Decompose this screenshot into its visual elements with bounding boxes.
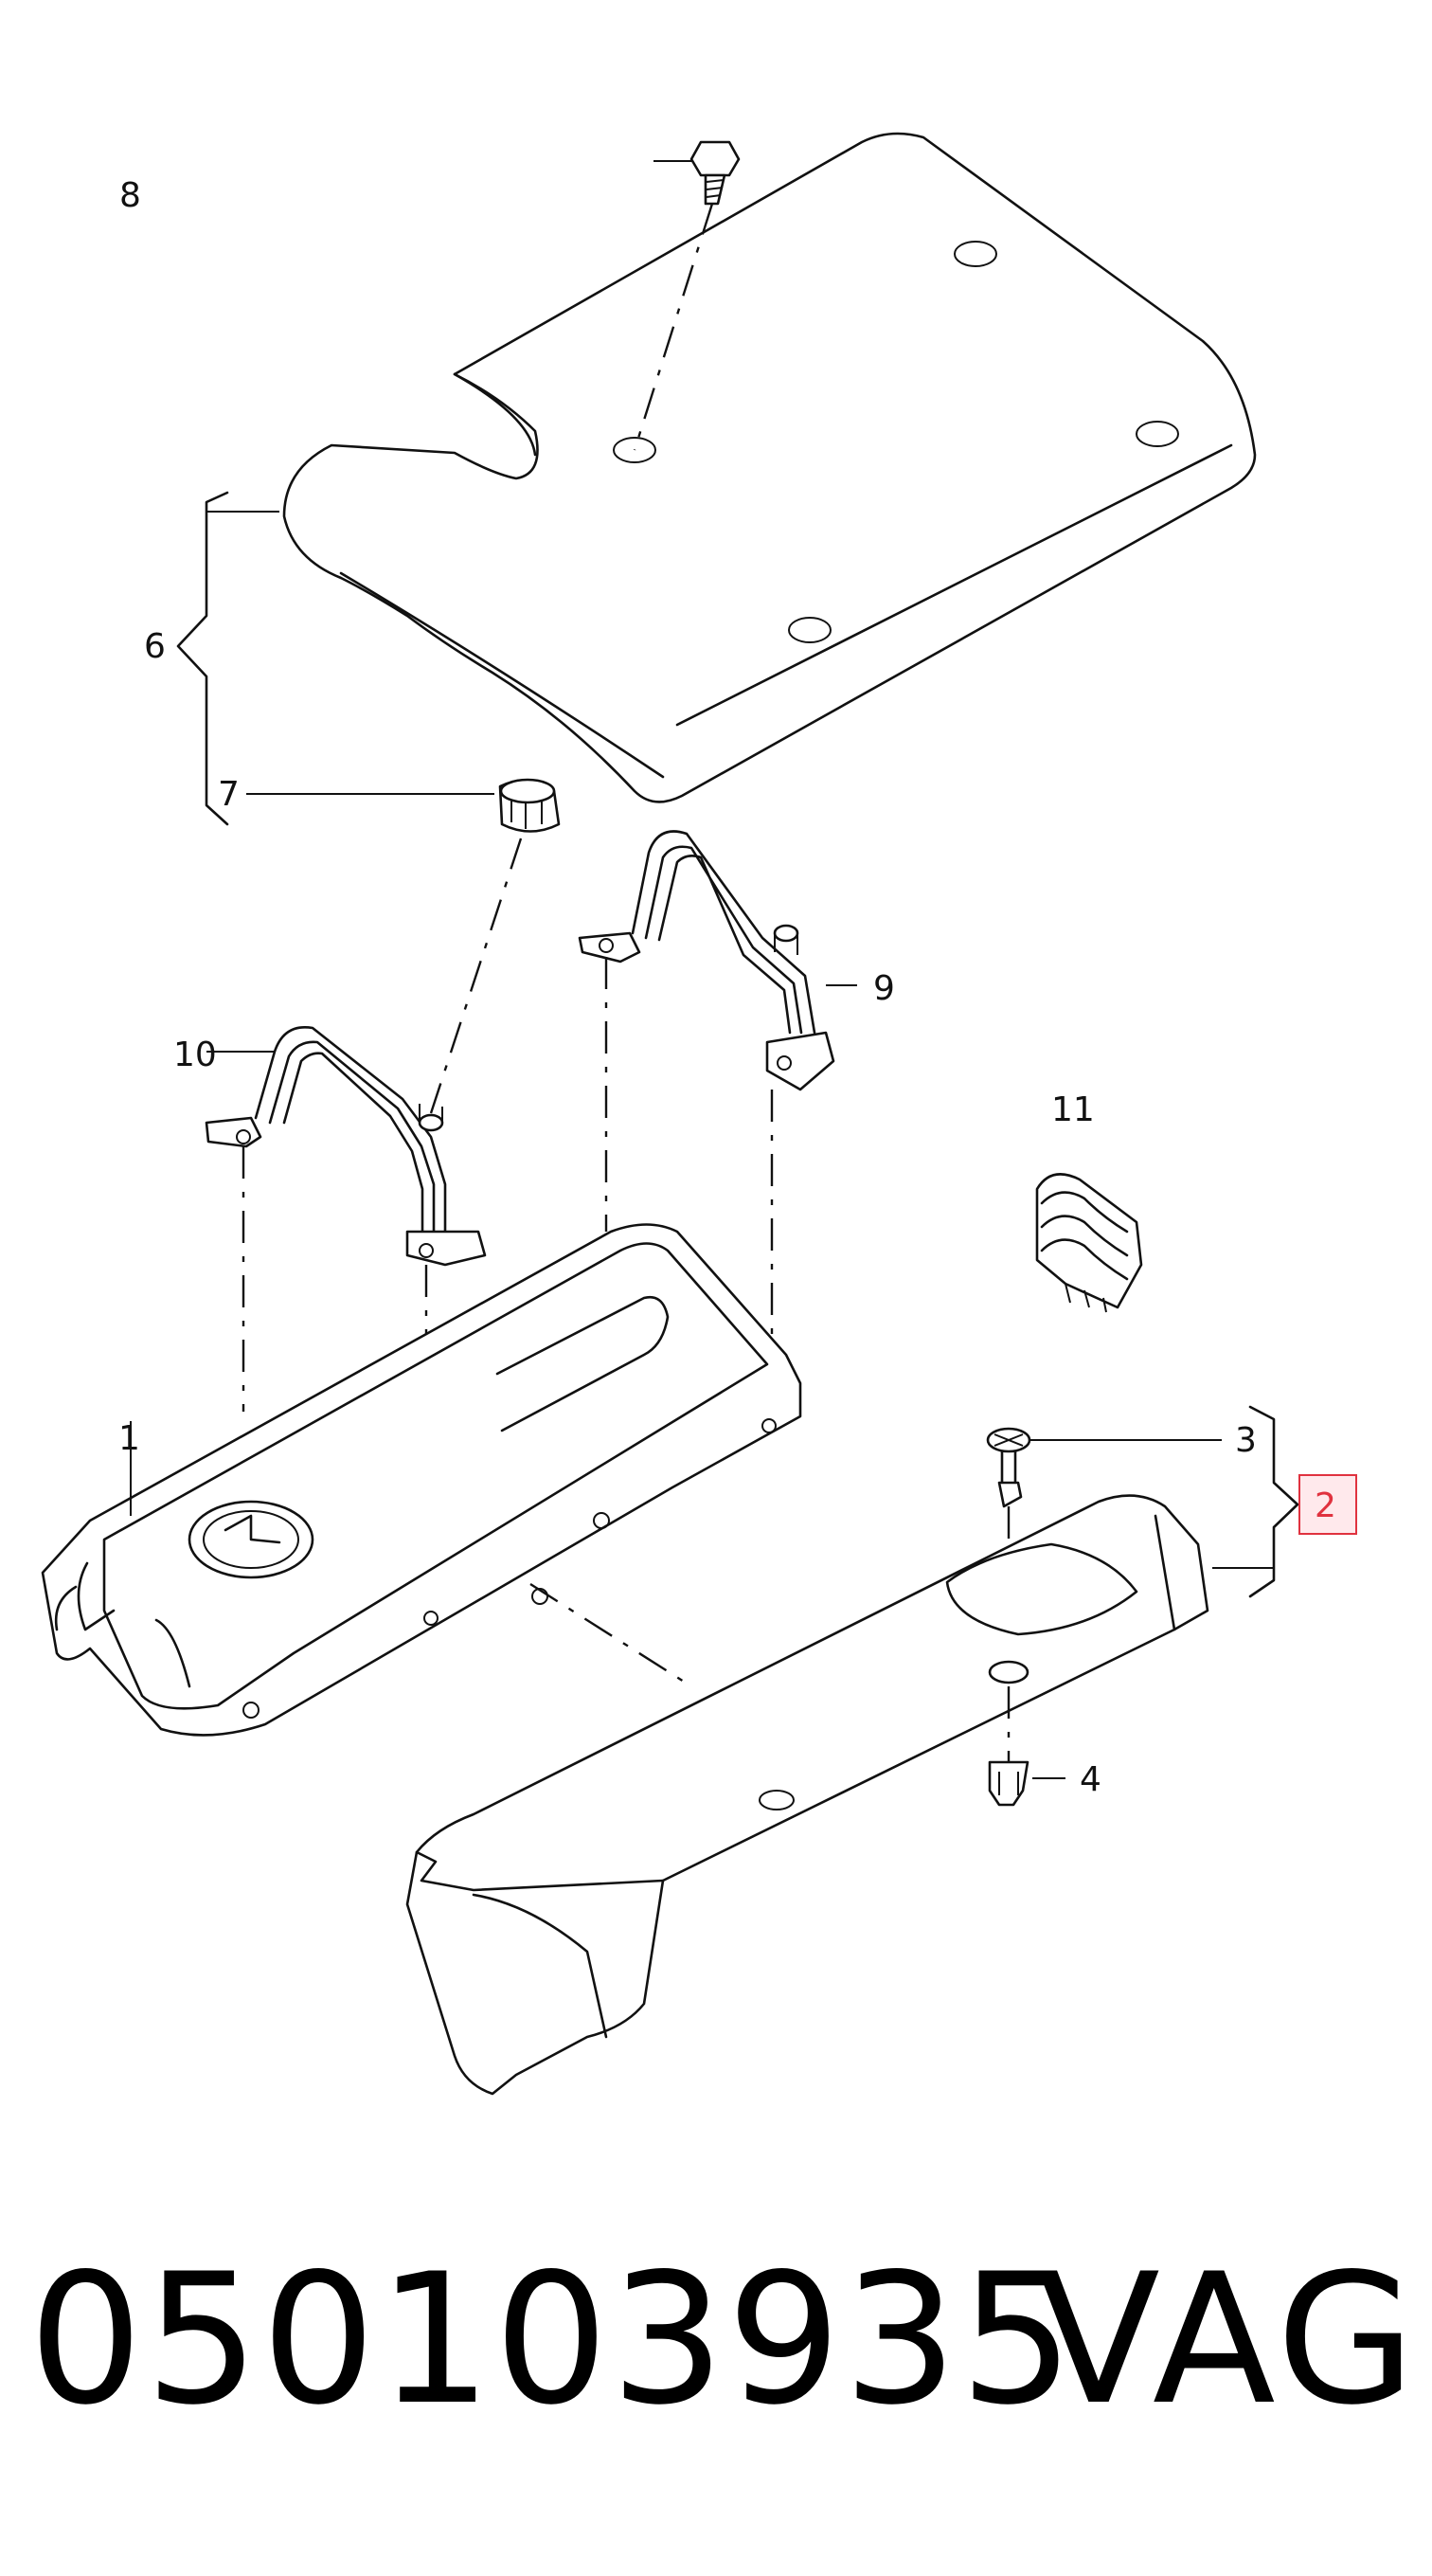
upper-engine-cover: [282, 132, 1257, 803]
clip-nut-part-4: [988, 1686, 1065, 1807]
callout-6: 6: [144, 627, 166, 666]
lower-engine-cover-part-2: [405, 1494, 1209, 2096]
exploded-parts-diagram: 8 6 7 9 10 11 1 3 4 2: [41, 132, 1357, 2096]
callout-1: 1: [118, 1419, 140, 1458]
part-number: 050103935: [28, 2235, 1076, 2444]
callout-10: 10: [173, 1036, 217, 1074]
clip-part-11: [1035, 1173, 1143, 1313]
callout-4: 4: [1080, 1760, 1101, 1799]
callout-7: 7: [218, 775, 240, 814]
callout-2: 2: [1315, 1486, 1336, 1525]
bracket-part-10: [205, 1025, 487, 1267]
mount-line-cover: [529, 1582, 692, 1688]
callout-2-highlight[interactable]: 2: [1298, 1474, 1357, 1535]
callout-11: 11: [1051, 1090, 1095, 1129]
callout-3: 3: [1235, 1421, 1257, 1460]
valve-cover-part-1: [41, 1223, 802, 1737]
bracket-part-2: [1248, 1405, 1299, 1598]
callout-9: 9: [873, 969, 895, 1008]
bracket-part-9: [578, 830, 857, 1091]
grommet-part-7: [246, 778, 561, 1114]
brand-name: VAG: [1037, 2235, 1420, 2444]
callout-8: 8: [119, 176, 141, 215]
bracket-part-6: [176, 491, 229, 826]
bolt-part-8: [633, 140, 741, 451]
